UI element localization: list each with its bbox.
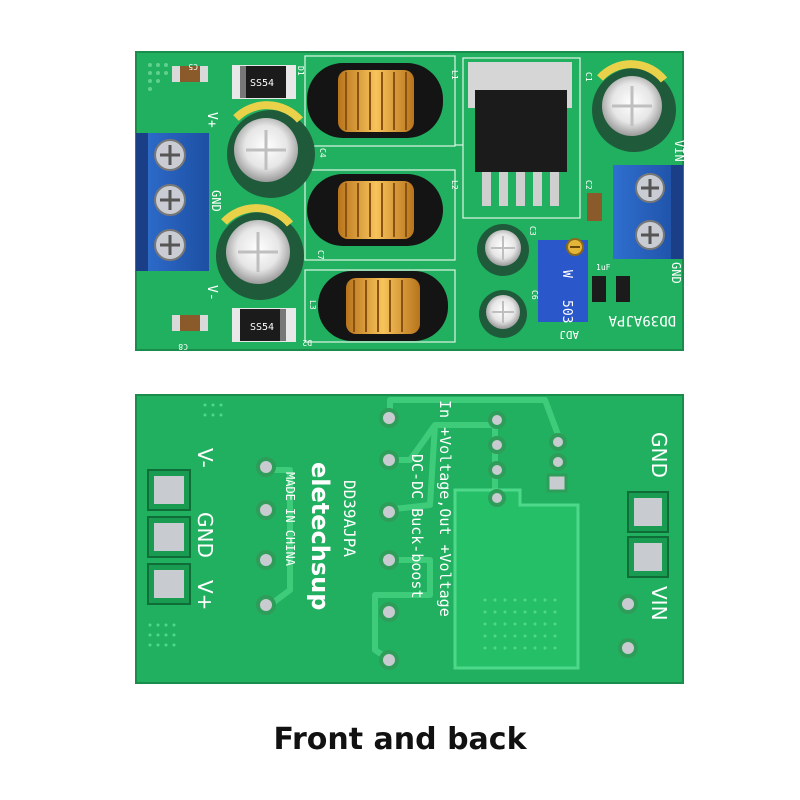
inductor-l1 xyxy=(307,63,443,138)
back-board: V- GND V+ GND VIN eletechsup MADE IN CHI… xyxy=(135,394,684,684)
back-label-vplus: V+ xyxy=(193,580,217,610)
smd-cap-c8 xyxy=(172,315,208,331)
front-label-vplus: V+ xyxy=(204,112,219,128)
front-label-gnd-left: GND xyxy=(209,190,223,212)
smd-resistor-2 xyxy=(616,276,630,302)
front-label-gnd-right: GND xyxy=(669,262,683,284)
front-terminal-right xyxy=(613,165,683,259)
inductor-l2 xyxy=(307,174,443,246)
back-pcb xyxy=(135,394,684,684)
diode-d1-marking: SS54 xyxy=(250,78,274,89)
front-label-c5: C5 xyxy=(188,62,198,71)
pot-marking-w: W xyxy=(559,270,574,278)
front-label-c2: C2 xyxy=(584,180,593,190)
back-label-desc2: In +Voltage,Out +Voltage xyxy=(436,400,454,617)
front-label-model: DD39AJPA xyxy=(608,312,676,328)
front-label-c3: C3 xyxy=(528,226,537,236)
electrolytic-cap-c3 xyxy=(477,224,529,276)
front-label-l1: L1 xyxy=(450,70,459,80)
front-label-c4: C4 xyxy=(318,148,327,158)
diode-d2-marking: SS54 xyxy=(250,322,274,333)
smd-cap-c2 xyxy=(587,193,602,221)
electrolytic-cap-c1 xyxy=(592,60,676,152)
smd-cap-c5 xyxy=(172,66,208,82)
front-label-l3: L3 xyxy=(308,300,317,310)
inductor-l3 xyxy=(318,271,448,341)
back-label-made: MADE IN CHINA xyxy=(283,472,297,567)
back-label-vminus: V- xyxy=(193,448,217,468)
via-array xyxy=(148,63,168,91)
electrolytic-cap-c4 xyxy=(227,101,315,198)
diode-d1 xyxy=(232,65,296,99)
electrolytic-cap-c6 xyxy=(479,290,527,338)
back-label-brand: eletechsup xyxy=(306,462,334,610)
front-label-l2: L2 xyxy=(450,180,459,190)
caption-text: Front and back xyxy=(273,722,527,757)
front-label-d2: D2 xyxy=(302,338,312,347)
back-label-model: DD39AJPA xyxy=(340,480,359,557)
back-via-grid xyxy=(148,403,223,647)
front-label-c6: C6 xyxy=(530,290,539,300)
front-label-c8: C8 xyxy=(178,342,188,351)
silkscreen-lines xyxy=(304,55,581,343)
back-solder-pads xyxy=(256,408,638,670)
electrolytic-cap-c7 xyxy=(216,204,304,300)
pot-marking-503: 503 xyxy=(559,300,574,323)
smd-resistor-1 xyxy=(592,276,606,302)
board-images: V+ GND V- VIN GND DD39AJPA ADJ 503 W C5 … xyxy=(135,51,686,684)
back-terminal-pads-left xyxy=(147,469,191,605)
regulator-chip xyxy=(468,62,572,206)
back-label-desc1: DC-DC Buck-boost xyxy=(408,454,426,599)
front-label-adj: ADJ xyxy=(559,328,579,341)
front-label-c7: C7 xyxy=(316,250,325,260)
diode-d2 xyxy=(232,308,296,342)
back-label-gnd-right: GND xyxy=(647,432,671,478)
front-label-d1: D1 xyxy=(296,66,305,76)
front-label-1uf: 1uF xyxy=(596,263,611,272)
back-copper-pour xyxy=(453,488,580,670)
back-terminal-pads-right xyxy=(627,491,669,578)
front-label-vin: VIN xyxy=(672,140,686,162)
back-label-vin: VIN xyxy=(647,586,671,621)
front-board: V+ GND V- VIN GND DD39AJPA ADJ 503 W C5 … xyxy=(135,51,686,351)
back-label-gnd-left: GND xyxy=(193,512,217,558)
trimmer-potentiometer xyxy=(538,238,588,322)
front-terminal-left xyxy=(136,133,209,271)
front-label-c1: C1 xyxy=(584,72,593,82)
front-label-vminus: V- xyxy=(204,285,219,301)
